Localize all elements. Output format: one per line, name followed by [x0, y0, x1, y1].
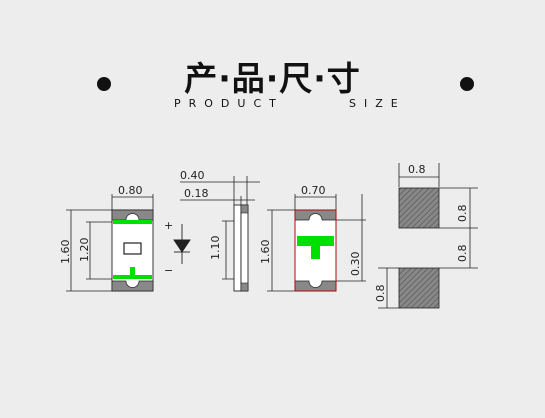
dim-pad-h2: 0.8	[374, 285, 387, 303]
dim-pad-width: 0.8	[408, 163, 426, 176]
dim-side-height: 1.10	[209, 236, 222, 261]
dim-pad-gap: 0.8	[456, 245, 469, 263]
subtitle-size: SIZE	[349, 97, 406, 110]
side-view	[180, 176, 260, 280]
diode-plus: +	[164, 219, 173, 232]
page-title: 产·品·尺·寸	[184, 59, 361, 98]
dim-front-height: 1.60	[59, 240, 72, 265]
top-pad	[398, 187, 440, 229]
dim-pcb-inner: 0.30	[349, 252, 362, 277]
dim-front-inner: 1.20	[78, 238, 91, 263]
front-view	[66, 194, 154, 292]
dim-front-width: 0.80	[118, 184, 143, 197]
dim-side-thick1: 0.40	[180, 169, 205, 182]
bottom-pad	[398, 267, 440, 309]
diode-symbol	[173, 224, 191, 264]
left-dot	[97, 77, 111, 91]
dim-pcb-width: 0.70	[301, 184, 326, 197]
side-chip	[233, 204, 249, 292]
front-chip	[111, 209, 154, 292]
pcb-chip	[294, 209, 337, 292]
dim-pcb-height: 1.60	[259, 240, 272, 265]
right-dot	[460, 77, 474, 91]
dim-side-thick2: 0.18	[184, 187, 209, 200]
diode-minus: −	[164, 264, 173, 277]
dim-pad-h1: 0.8	[456, 205, 469, 223]
header: 产·品·尺·寸 PRODUCT SIZE	[0, 0, 545, 120]
subtitle-product: PRODUCT	[174, 97, 284, 110]
pcb-view	[267, 194, 366, 292]
pad-layout-lines	[378, 163, 478, 309]
